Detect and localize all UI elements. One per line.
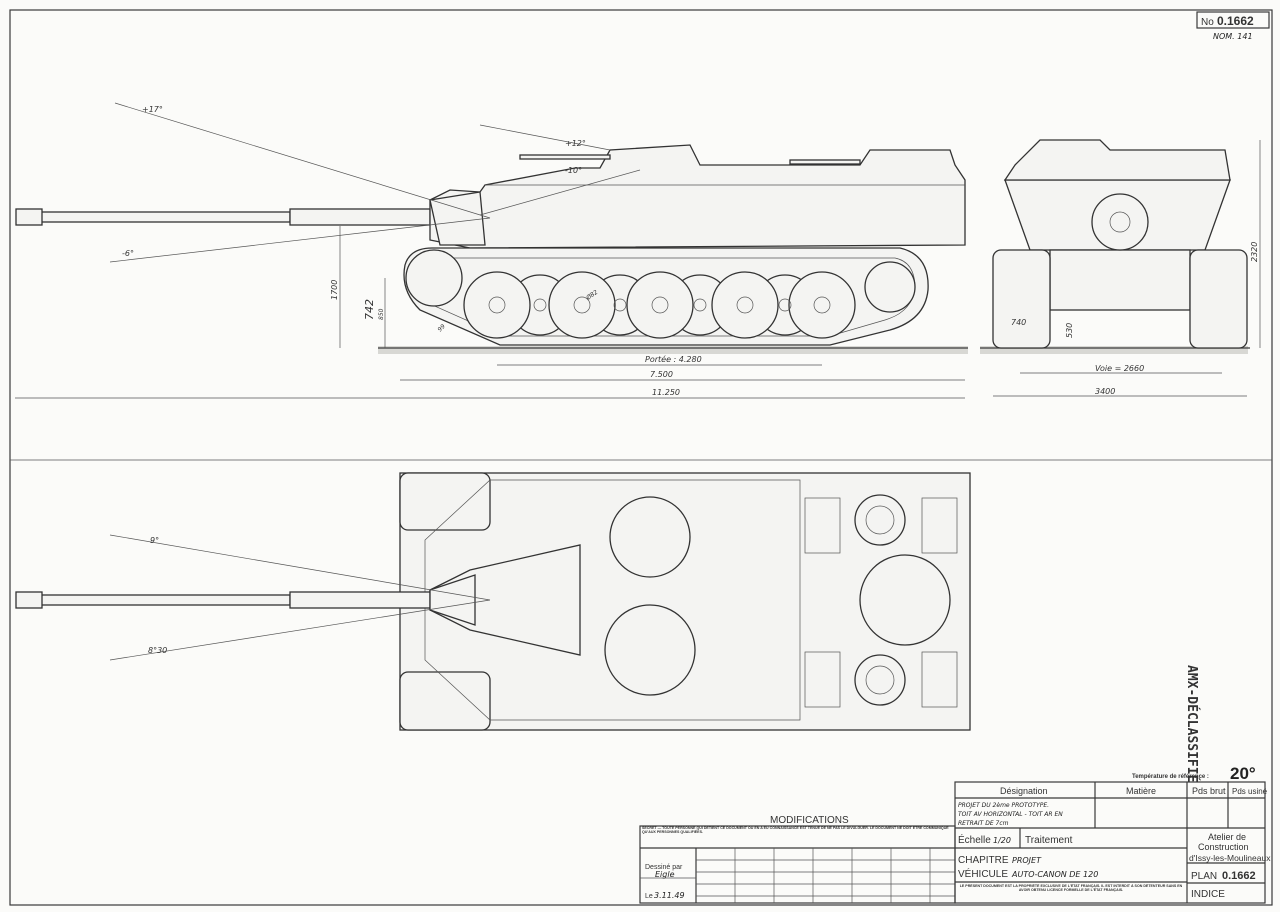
secrecy-warning: SECRET — TOUTE PERSONNE QUI DÉTIENT CE D… bbox=[642, 826, 949, 835]
hull-superstructure bbox=[429, 144, 966, 249]
scale-label: Échelle bbox=[958, 833, 991, 846]
material-header: Matière bbox=[1126, 786, 1156, 796]
workshop-line-2: Construction bbox=[1198, 842, 1249, 852]
idler-wheel bbox=[405, 249, 463, 307]
max-elevation-angle: +17° bbox=[142, 105, 163, 114]
drawing-number-box: No 0.1662 NOM. 141 bbox=[1196, 11, 1270, 41]
designation-header: Désignation bbox=[1000, 786, 1048, 796]
modifications-block: MODIFICATIONS SECRET — TOUTE PERSONNE QU… bbox=[639, 815, 956, 904]
top-gun-barrel bbox=[39, 594, 291, 606]
clearance-dimension: 850 bbox=[378, 308, 385, 320]
height-dimension: 1700 bbox=[330, 280, 339, 300]
traverse-left-angle: 9° bbox=[150, 536, 159, 545]
right-track bbox=[1189, 249, 1248, 349]
plan-label: PLAN bbox=[1191, 871, 1217, 882]
contact-length-dimension: Portée : 4.280 bbox=[645, 354, 702, 364]
loader-hatch bbox=[604, 604, 696, 696]
track-thickness-dimension: 99 bbox=[436, 323, 446, 333]
date-label: Le bbox=[645, 893, 653, 900]
designation-line-2: TOIT AV HORIZONTAL - TOIT AR EN bbox=[958, 811, 1063, 818]
track-width-dimension: 740 bbox=[1011, 318, 1026, 327]
treatment-label: Traitement bbox=[1025, 835, 1073, 846]
vehicle-label: VÉHICULE bbox=[958, 867, 1008, 880]
gun-barrel bbox=[39, 211, 291, 223]
drawing-number: 0.1662 bbox=[1217, 14, 1254, 28]
index-label: INDICE bbox=[1191, 889, 1225, 900]
chapter-label: CHAPITRE bbox=[958, 855, 1009, 866]
front-turret bbox=[1003, 139, 1231, 181]
ground-hatch bbox=[378, 346, 968, 354]
chapter: PROJET bbox=[1012, 856, 1042, 865]
plan-number: 0.1662 bbox=[1222, 870, 1256, 882]
nomenclature: NOM. 141 bbox=[1213, 32, 1253, 41]
track-gauge-dimension: Voie = 2660 bbox=[1095, 364, 1144, 373]
declassified-stamp: AMX-DÉCLASSIFIÉ bbox=[1184, 665, 1200, 782]
road-wheels bbox=[463, 271, 856, 339]
wheel-height-dimension: 742 bbox=[363, 299, 376, 320]
vehicle: AUTO-CANON DE 120 bbox=[1011, 870, 1098, 879]
traverse-right-angle: 8°30 bbox=[148, 646, 167, 655]
workshop-line-1: Atelier de bbox=[1208, 832, 1246, 842]
workshop-line-3: d'Issy-les-Moulineaux bbox=[1189, 853, 1271, 863]
gross-weight-header: Pds brut bbox=[1192, 786, 1226, 796]
side-view: +17° -6° +12° -10° 1700 742 850 99 Ø82 P… bbox=[15, 102, 968, 399]
title-block: Température de référence : 20° Désignati… bbox=[954, 764, 1271, 904]
top-left-track bbox=[399, 472, 491, 531]
front-view: 740 530 Voie = 2660 3400 2320 bbox=[980, 139, 1261, 397]
drawing-date: 3.11.49 bbox=[654, 891, 685, 900]
reference-temperature-label: Température de référence : bbox=[1132, 774, 1209, 780]
commander-cupola bbox=[609, 496, 691, 578]
drawn-by-label: Dessiné par bbox=[645, 864, 683, 871]
top-mantlet bbox=[429, 574, 476, 626]
top-right-track bbox=[399, 671, 491, 731]
overall-height-dimension: 2320 bbox=[1250, 242, 1259, 262]
front-mantlet bbox=[1091, 193, 1149, 251]
overall-width-dimension: 3400 bbox=[1095, 387, 1115, 396]
ownership-notice: LE PRÉSENT DOCUMENT EST LA PROPRIÉTÉ EXC… bbox=[959, 884, 1183, 893]
top-view: 9° 8°30 bbox=[15, 472, 971, 731]
hull-length-dimension: 7.500 bbox=[650, 370, 673, 379]
reference-temperature: 20° bbox=[1230, 764, 1256, 783]
mg-depression-angle: -10° bbox=[565, 166, 582, 175]
designation-line-1: PROJET DU 2ème PROTOTYPE. bbox=[958, 802, 1049, 809]
drawn-by: Eigle bbox=[655, 870, 675, 879]
number-label: No bbox=[1201, 17, 1214, 28]
gun-mantlet bbox=[429, 191, 486, 246]
muzzle-brake bbox=[15, 208, 43, 226]
rear-turret bbox=[859, 554, 951, 646]
ground-clearance-dimension: 530 bbox=[1065, 323, 1074, 338]
drawing-frame bbox=[9, 9, 1273, 906]
drive-sprocket bbox=[864, 261, 916, 313]
designation-line-3: RETRAIT DE 7cm bbox=[958, 820, 1009, 827]
max-depression-angle: -6° bbox=[122, 249, 134, 258]
mg-elevation-angle: +12° bbox=[565, 139, 586, 148]
left-track bbox=[992, 249, 1051, 349]
overall-length-dimension: 11.250 bbox=[652, 388, 680, 397]
scale: 1/20 bbox=[993, 836, 1011, 845]
machined-weight-header: Pds usiné bbox=[1232, 787, 1268, 796]
modifications-title: MODIFICATIONS bbox=[770, 815, 849, 826]
